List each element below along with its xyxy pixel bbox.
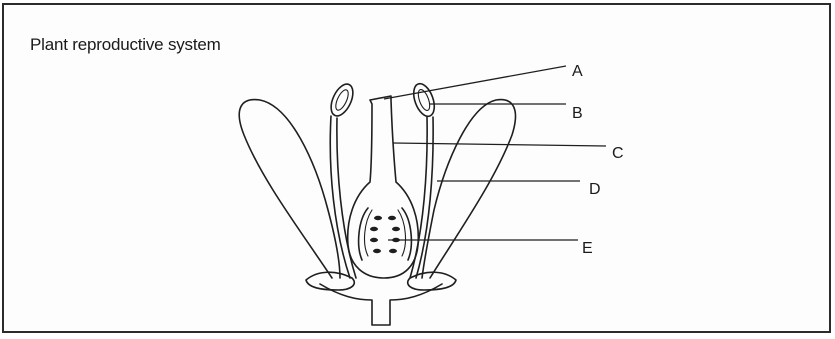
leader-line-c [393, 143, 606, 146]
label-a: A [572, 63, 583, 80]
label-c: C [612, 145, 624, 162]
left-filament [330, 116, 356, 278]
label-d: D [589, 181, 601, 198]
left-petal [239, 100, 340, 278]
right-filament [410, 117, 433, 278]
label-e: E [582, 240, 593, 257]
right-petal [422, 100, 515, 278]
pistil [348, 96, 419, 278]
leader-line-a [384, 66, 566, 99]
right-anther [410, 81, 439, 119]
label-b: B [572, 105, 583, 122]
left-anther [327, 81, 358, 119]
ovules [370, 216, 400, 253]
